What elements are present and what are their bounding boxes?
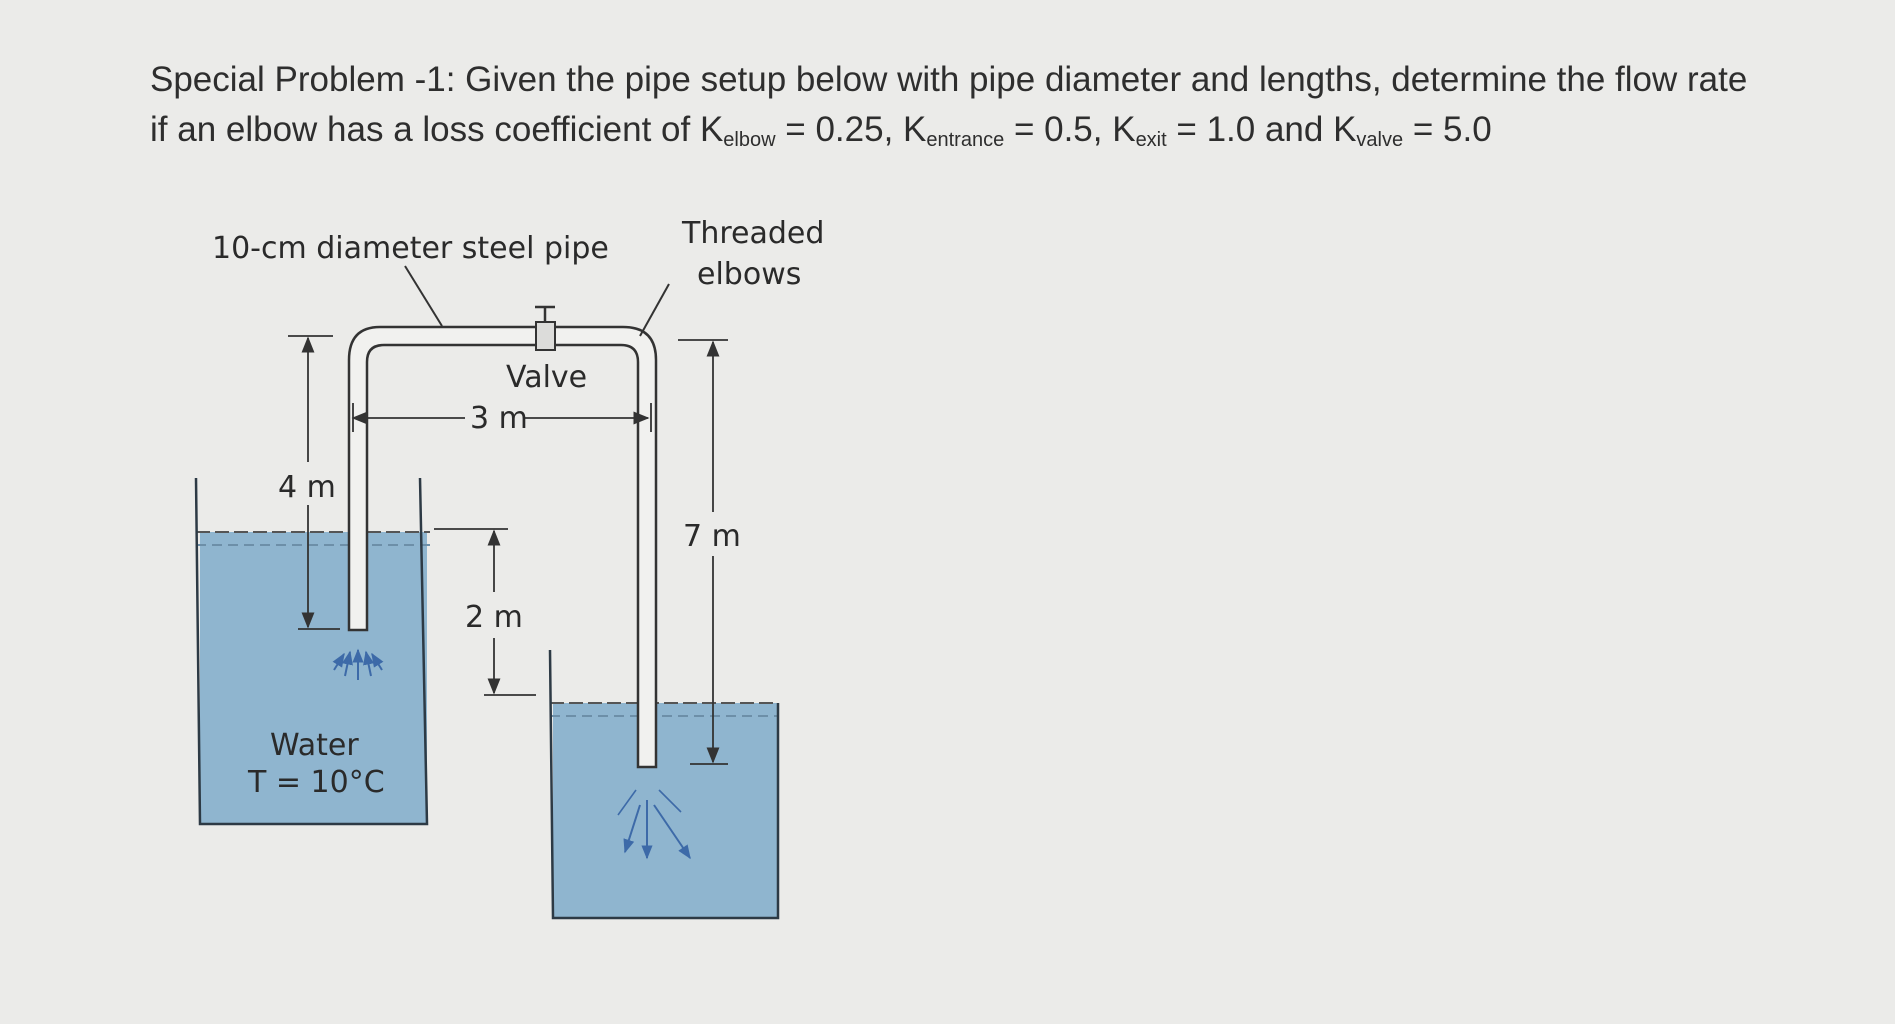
dim-2m-line [434,528,536,696]
dim-4m-line [288,335,340,630]
dim-2m-label: 2 m [465,600,523,635]
left-tank-water [200,532,427,824]
problem-line-2: if an elbow has a loss coefficient of Ke… [150,105,1850,155]
elbows-label-line1: Threaded [681,216,824,251]
left-tank [194,477,430,826]
right-tank [548,649,780,920]
dim-3m-line [351,403,652,432]
left-tank-walls [194,477,429,826]
elbows-label-line2: elbows [697,257,801,292]
pipe-leader-line [404,265,443,327]
temperature-label: T = 10°C [247,765,385,800]
k-valve-value: = 5.0 [1403,110,1492,149]
k-exit-value: = 1.0 and K [1166,110,1357,149]
right-tank-walls [548,649,780,920]
k-exit-subscript: exit [1135,129,1167,151]
k-elbow-value: = 0.25, K [775,110,927,149]
elbow-leader-line [639,283,670,337]
k-entrance-subscript: entrance [926,129,1005,151]
problem-statement: Special Problem -1: Given the pipe setup… [150,55,1850,155]
dim-7m-line [678,339,728,765]
problem-line-2-prefix: if an elbow has a loss coefficient of K [150,110,724,149]
intake-flow-arrows-icon [332,648,384,680]
right-tank-water [553,703,778,918]
k-elbow-subscript: elbow [723,129,776,151]
water-label: Water [270,728,359,763]
k-entrance-value: = 0.5, K [1004,110,1136,149]
k-valve-subscript: valve [1356,129,1404,151]
valve-label: Valve [506,360,587,395]
valve-icon [535,305,556,351]
pipe-body [347,325,658,769]
dim-7m-label: 7 m [683,519,741,554]
problem-line-1: Special Problem -1: Given the pipe setup… [150,60,1748,99]
dim-4m-label: 4 m [278,470,336,505]
dim-3m-label: 3 m [470,401,528,436]
discharge-flow-arrows-icon [617,789,691,860]
pipe-label: 10-cm diameter steel pipe [212,231,609,266]
steel-pipe [347,325,658,769]
